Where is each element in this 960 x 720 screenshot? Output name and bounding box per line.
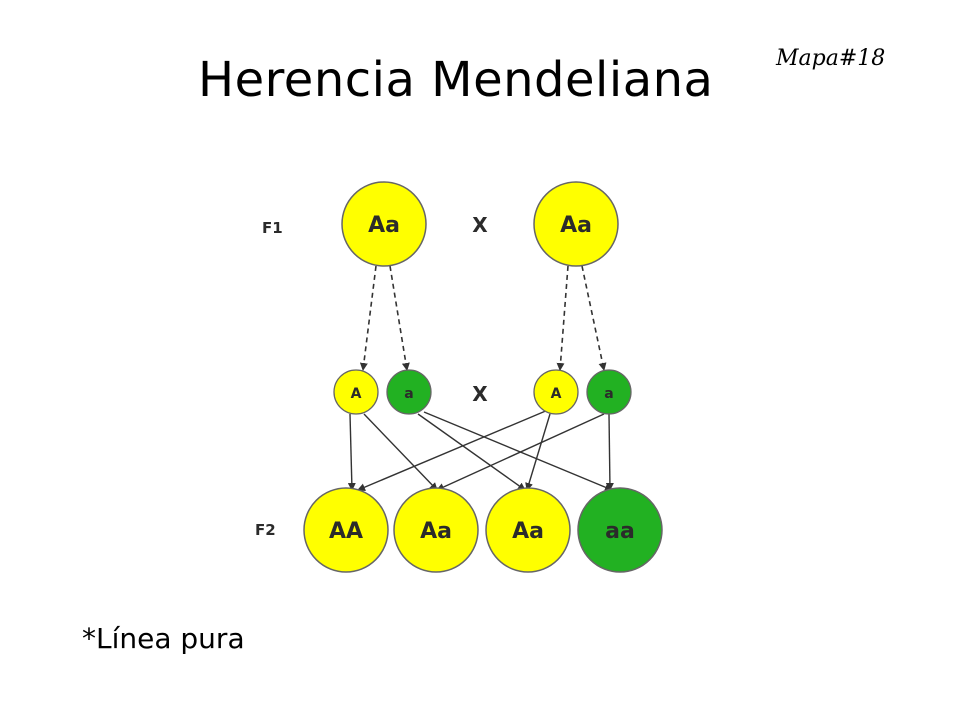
dashed-arrow (556, 265, 569, 371)
f2-label: F2 (255, 521, 276, 539)
genotype-label: Aa (512, 519, 544, 544)
gamete-recessive-left: a (386, 369, 432, 415)
gamete-recessive-right: a (586, 369, 632, 415)
genotype-label: Aa (368, 213, 400, 238)
pure-line-note: *Línea pura (82, 622, 245, 655)
dashed-arrow (581, 265, 607, 371)
allele-label: A (351, 386, 362, 402)
allele-label: A (551, 386, 562, 402)
parent-aa-right: Aa (533, 181, 619, 267)
cross-symbol-parents: X (472, 213, 488, 237)
meiosis-arrows (359, 265, 607, 371)
map-number: Mapa#18 (776, 46, 886, 71)
dashed-arrow (359, 265, 377, 371)
solid-arrow (605, 413, 614, 491)
f1-label: F1 (262, 219, 283, 237)
genotype-label: aa (605, 519, 635, 544)
solid-arrow (417, 413, 526, 491)
gamete-dominant-left: A (333, 369, 379, 415)
gamete-dominant-right: A (533, 369, 579, 415)
cross-symbol-gametes: X (472, 382, 488, 406)
offspring-homozygous-dominant: AA (303, 487, 389, 573)
solid-arrow (436, 413, 605, 491)
genotype-label: Aa (420, 519, 452, 544)
allele-label: a (404, 386, 413, 402)
offspring-heterozygous-2: Aa (485, 487, 571, 573)
offspring-heterozygous-1: Aa (393, 487, 479, 573)
genotype-label: Aa (560, 213, 592, 238)
solid-arrow (423, 411, 613, 492)
solid-arrow (357, 409, 549, 491)
fertilization-arrows (347, 409, 614, 492)
solid-arrow (363, 413, 438, 491)
genotype-label: AA (329, 519, 363, 544)
solid-arrow (525, 413, 551, 491)
parent-aa-left: Aa (341, 181, 427, 267)
offspring-homozygous-recessive: aa (577, 487, 663, 573)
solid-arrow (347, 413, 356, 491)
allele-label: a (604, 386, 613, 402)
page-title: Herencia Mendeliana (198, 52, 714, 108)
dashed-arrow (389, 265, 410, 371)
